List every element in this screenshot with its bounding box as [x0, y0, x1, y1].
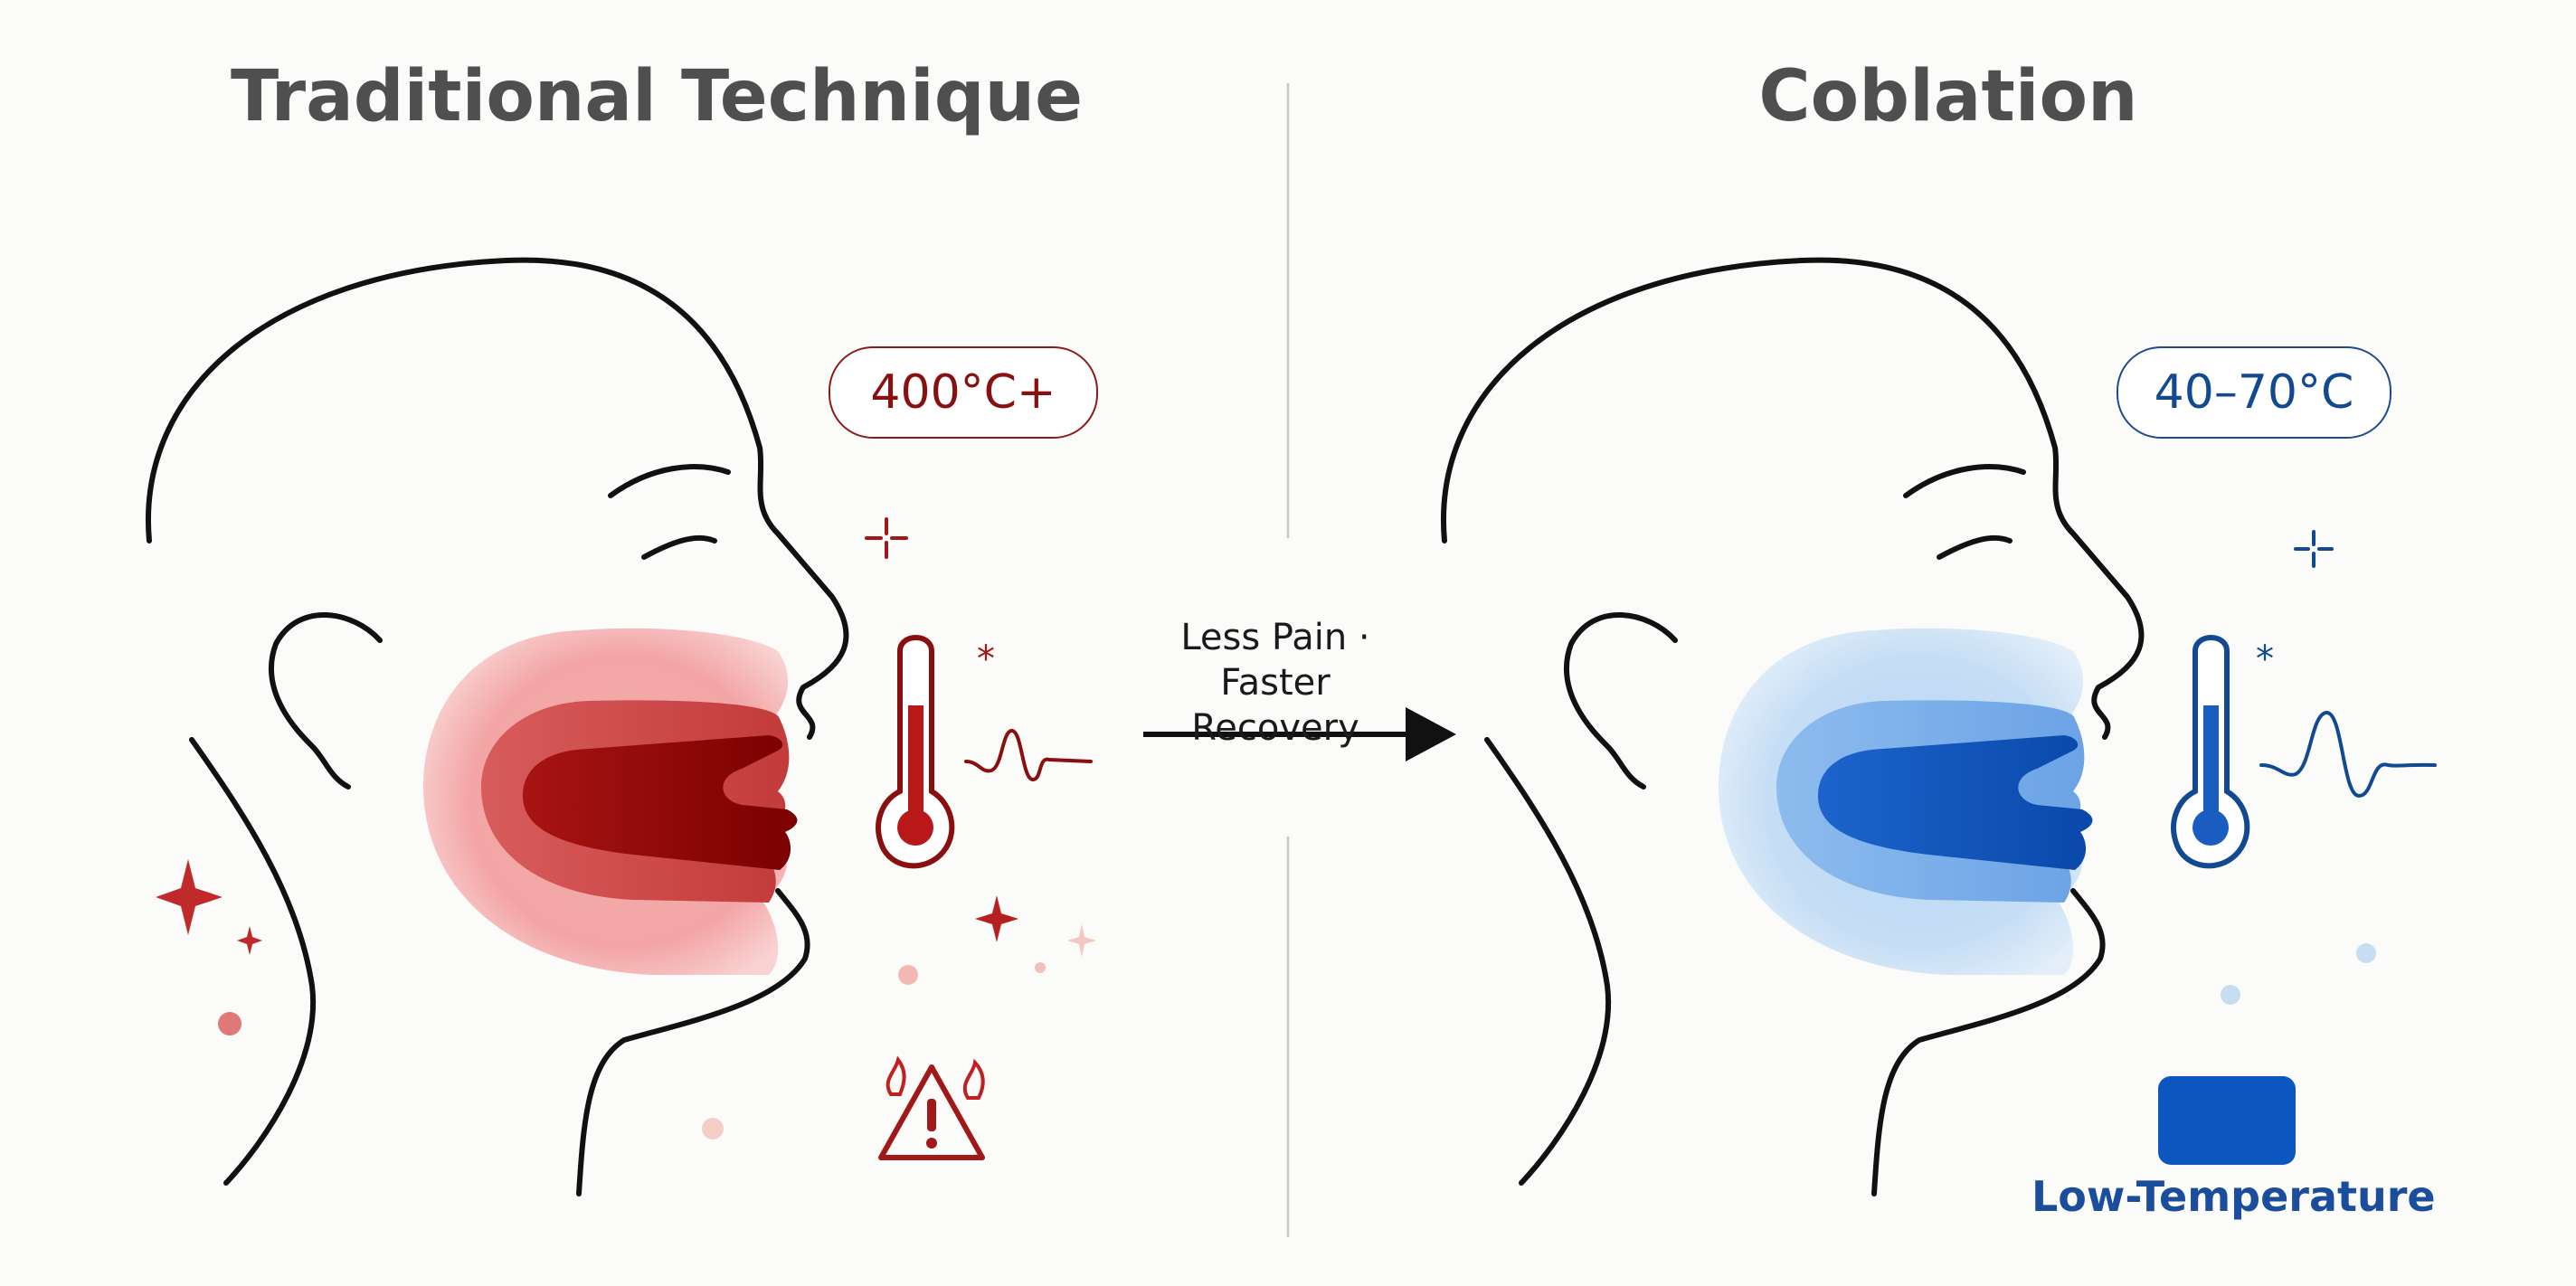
svg-text:*: *: [2256, 638, 2274, 680]
low-temperature-badge-icon: [2158, 1076, 2296, 1165]
heat-wave-icon: [2259, 711, 2437, 799]
cool-temperature-label: 40–70°C: [2117, 346, 2391, 439]
coblation-title: Coblation: [1758, 56, 2138, 137]
svg-text:*: *: [977, 638, 995, 680]
thermometer-icon: [876, 635, 955, 869]
head-profile-icon: [145, 257, 849, 1196]
mouth-cool-zone: [1719, 628, 2093, 975]
thermometer-icon: [2171, 635, 2250, 869]
hot-temperature-label: 400°C+: [829, 346, 1098, 439]
benefit-caption-line1: Less Pain · Faster: [1180, 617, 1370, 704]
warning-fire-icon: [878, 1055, 985, 1160]
heat-wave-icon: [964, 729, 1093, 782]
traditional-title: Traditional Technique: [230, 56, 1084, 137]
benefit-caption-line2: Recovery: [1191, 707, 1359, 749]
sparkle-icon: *: [2221, 530, 2376, 1005]
mouth-heat-zone: [423, 628, 798, 975]
head-profile-icon: [1440, 257, 2145, 1196]
low-temperature-label: Low-Temperature: [2031, 1172, 2436, 1221]
benefit-caption: Less Pain · Faster Recovery: [1122, 615, 1429, 751]
sparkle-icon: *: [156, 517, 1096, 1139]
arrow-right-icon: [1143, 707, 1456, 761]
